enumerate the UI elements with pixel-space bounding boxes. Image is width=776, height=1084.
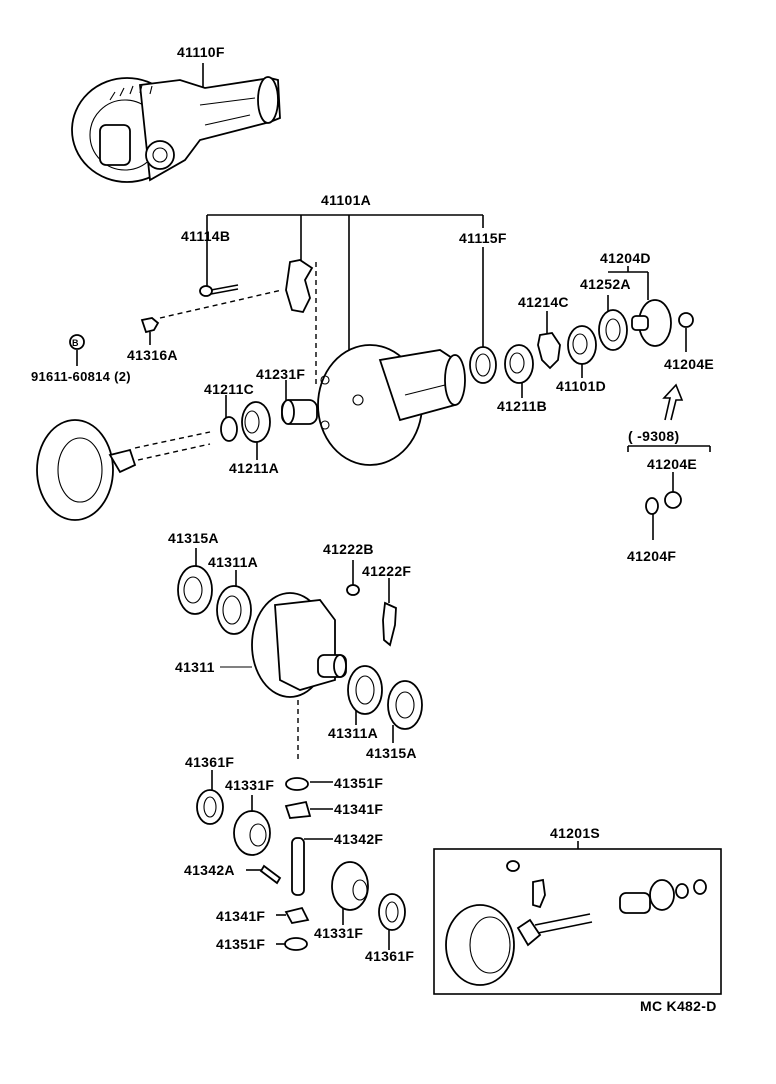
label-41252A: 41252A	[580, 276, 631, 292]
bearing-41311A-left	[216, 570, 252, 635]
label-41101D: 41101D	[556, 378, 607, 394]
label-41315A-top: 41315A	[168, 530, 219, 546]
lock-41316A	[140, 289, 283, 345]
label-41204E-bottom: 41204E	[647, 456, 698, 472]
b-circle-marker	[69, 334, 85, 366]
label-41222F: 41222F	[362, 563, 412, 579]
label-41222B: 41222B	[323, 541, 374, 557]
arrow-up	[662, 383, 684, 421]
spacer-41231F	[281, 380, 318, 425]
label-41311: 41311	[175, 659, 215, 675]
label-41341F-top: 41341F	[334, 801, 384, 817]
label-41204F: 41204F	[627, 548, 677, 564]
kit-box-41201S	[433, 841, 722, 995]
label-41311A-bottom: 41311A	[328, 725, 379, 741]
lock-41222F	[382, 578, 397, 647]
washer-41361F-top	[196, 770, 224, 825]
bearing-cap	[285, 259, 317, 385]
label-41342F: 41342F	[334, 831, 384, 847]
washer-41361F-bottom	[378, 893, 406, 950]
spacer-41214C	[537, 311, 561, 370]
bolt-41114B	[199, 284, 239, 297]
label-41204E-top: 41204E	[664, 356, 715, 372]
ring-and-pinion	[36, 419, 211, 521]
side-gear-41331F-bottom	[331, 861, 369, 925]
nut-41204E	[678, 312, 694, 352]
label-41331F-bottom: 41331F	[314, 925, 364, 941]
flange-41204D	[608, 266, 672, 347]
washer-41351F-bottom	[276, 937, 308, 951]
side-gear-41331F-top	[233, 795, 271, 856]
carrier-assembly-41110F	[71, 63, 281, 183]
label-41315A-bottom: 41315A	[366, 745, 417, 761]
label-date-range: ( -9308)	[628, 428, 680, 444]
pinion-41341F-bottom	[276, 906, 310, 925]
label-41231F: 41231F	[256, 366, 306, 382]
label-91611-60814: 91611-60814 (2)	[31, 369, 131, 384]
washer-41211C	[220, 395, 238, 442]
label-41351F-top: 41351F	[334, 775, 384, 791]
label-41351F-bottom: 41351F	[216, 936, 266, 952]
date-range-bracket	[627, 445, 711, 540]
label-41201S: 41201S	[550, 825, 601, 841]
label-41211B: 41211B	[497, 398, 548, 414]
shaft-41342F	[291, 837, 333, 896]
pin-41342A	[246, 864, 282, 885]
label-41115F: 41115F	[459, 230, 507, 246]
bearing-41101D	[567, 325, 597, 378]
bearing-41311A-right	[347, 665, 383, 725]
bearing-41211A	[241, 401, 271, 460]
bearing-41315A-left	[177, 548, 213, 615]
label-41114B: 41114B	[181, 228, 231, 244]
label-41342A: 41342A	[184, 862, 235, 878]
label-41361F-bottom: 41361F	[365, 948, 415, 964]
label-41204D: 41204D	[600, 250, 651, 266]
seal-41252A	[598, 295, 628, 351]
label-41211C: 41211C	[204, 381, 255, 397]
label-41110F: 41110F	[177, 44, 225, 60]
label-41311A-top: 41311A	[208, 554, 259, 570]
washer-41351F-top	[285, 777, 333, 791]
label-41331F-top: 41331F	[225, 777, 275, 793]
label-41214C: 41214C	[518, 294, 569, 310]
label-b-circle: B	[72, 338, 79, 348]
carrier-housing	[317, 344, 466, 466]
label-41101A: 41101A	[321, 192, 372, 208]
label-41316A: 41316A	[127, 347, 178, 363]
pinion-41341F-top	[284, 800, 333, 819]
oil-seal-41115F	[469, 346, 497, 384]
label-41341F-bottom: 41341F	[216, 908, 266, 924]
bracket-41101A	[206, 214, 484, 350]
bolt-41222B	[346, 560, 360, 596]
label-41361F-top: 41361F	[185, 754, 235, 770]
diagram-code: MC K482-D	[640, 998, 717, 1014]
bearing-41315A-right	[387, 680, 423, 743]
bearing-41211B	[504, 344, 534, 398]
diff-case-41311	[220, 592, 347, 760]
label-41211A: 41211A	[229, 460, 280, 476]
